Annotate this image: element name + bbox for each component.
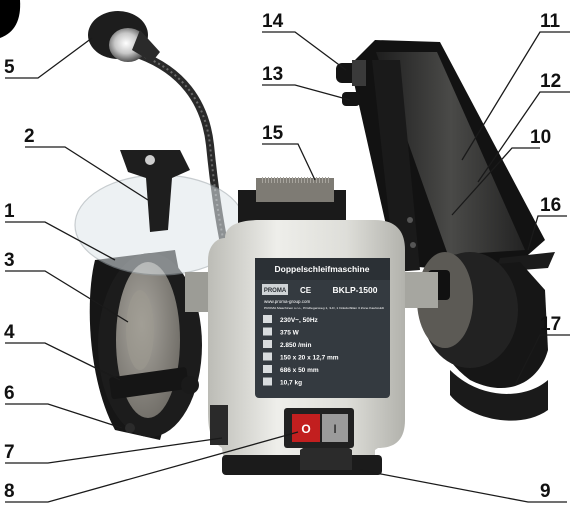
callout-4: 4 bbox=[4, 322, 15, 343]
leader-3 bbox=[5, 270, 129, 323]
spec-text: 686 x 50 mm bbox=[280, 367, 319, 374]
spec-icon bbox=[263, 352, 272, 361]
callout-3: 3 bbox=[4, 250, 15, 271]
leader-5 bbox=[5, 37, 93, 79]
leader-6 bbox=[5, 403, 123, 429]
nameplate: Doppelschleifmaschine PROMA CE BKLP-1500… bbox=[255, 258, 390, 398]
spec-text: 2.850 /min bbox=[280, 342, 311, 349]
leader-11 bbox=[461, 31, 570, 161]
callout-leaders bbox=[5, 31, 570, 503]
switch-on-label: I bbox=[333, 422, 336, 436]
tool-rest bbox=[109, 367, 189, 400]
nameplate-specs: 230V~, 50Hz 375 W 2.850 /min 150 x 20 x 12,… bbox=[263, 315, 339, 387]
callout-14: 14 bbox=[262, 11, 284, 32]
leader-16 bbox=[527, 215, 567, 251]
adjust-knob bbox=[181, 376, 199, 394]
nameplate-ce: CE bbox=[300, 286, 312, 295]
leader-14 bbox=[262, 31, 347, 71]
nameplate-model: BKLP-1500 bbox=[333, 285, 378, 295]
callout-5: 5 bbox=[4, 57, 15, 78]
corner-mark bbox=[0, 0, 21, 38]
callout-2: 2 bbox=[24, 126, 35, 147]
lamp-head bbox=[88, 11, 160, 62]
callout-7: 7 bbox=[4, 442, 15, 463]
leader-8 bbox=[5, 431, 299, 503]
leader-17 bbox=[514, 334, 570, 386]
leader-15 bbox=[262, 143, 316, 181]
switch-off-label: O bbox=[301, 422, 310, 436]
spec-text: 230V~, 50Hz bbox=[280, 317, 319, 324]
leader-1 bbox=[5, 221, 116, 261]
nameplate-maker: PROMA Maschinen s.r.o., Prüdlegenweg 1, … bbox=[264, 306, 384, 310]
callout-1: 1 bbox=[4, 201, 15, 222]
leader-7 bbox=[5, 437, 223, 464]
callout-10: 10 bbox=[530, 127, 552, 148]
callout-8: 8 bbox=[4, 481, 15, 502]
callout-6: 6 bbox=[4, 383, 15, 404]
leader-12 bbox=[477, 91, 570, 183]
nameplate-brand: PROMA bbox=[264, 288, 287, 294]
leader-13 bbox=[262, 84, 351, 101]
spec-icon bbox=[263, 377, 272, 386]
spec-icon bbox=[263, 327, 272, 336]
nameplate-title: Doppelschleifmaschine bbox=[275, 264, 370, 274]
leader-10 bbox=[451, 147, 540, 216]
spec-text: 10,7 kg bbox=[280, 380, 302, 387]
switch-panel: O I bbox=[284, 408, 354, 448]
belt-sander bbox=[350, 40, 545, 272]
callout-15: 15 bbox=[262, 123, 284, 144]
leader-2 bbox=[25, 146, 149, 201]
spec-icon bbox=[263, 315, 272, 323]
callout-9: 9 bbox=[540, 481, 551, 502]
leader-9 bbox=[359, 469, 567, 503]
callout-12: 12 bbox=[540, 71, 562, 92]
callout-16: 16 bbox=[540, 195, 562, 216]
callout-11: 11 bbox=[540, 11, 561, 32]
callout-17: 17 bbox=[540, 314, 562, 335]
callout-13: 13 bbox=[262, 64, 284, 85]
eye-shield bbox=[74, 150, 246, 276]
leader-4 bbox=[5, 342, 121, 381]
nameplate-web: www.proma-group.com bbox=[264, 299, 311, 304]
spec-text: 375 W bbox=[280, 330, 300, 337]
spec-icon bbox=[263, 340, 272, 348]
spec-text: 150 x 20 x 12,7 mm bbox=[280, 355, 339, 362]
belt-guard bbox=[417, 252, 548, 421]
spec-icon bbox=[263, 365, 272, 373]
belt-knobs bbox=[336, 60, 366, 106]
